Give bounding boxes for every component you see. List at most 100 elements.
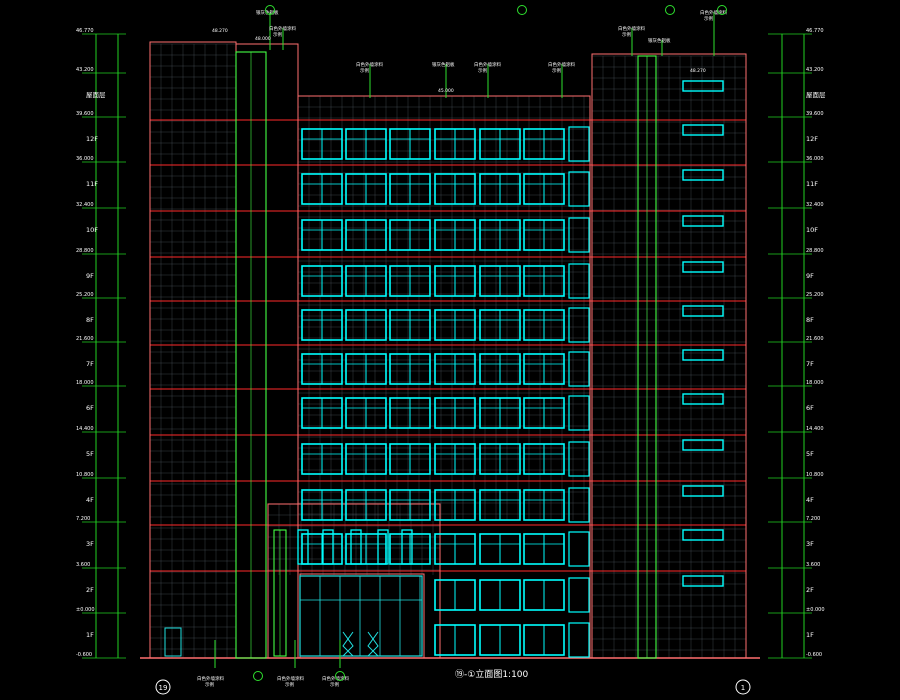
level-elevation: 21.600: [806, 336, 824, 342]
level-floor-label: 12F: [806, 135, 818, 143]
entrance-lobby: [164, 575, 423, 657]
callout-subtext: 示例: [622, 31, 631, 38]
side-door: [164, 627, 182, 657]
level-elevation: -0.600: [76, 652, 92, 658]
entrance-curtain-wall: [299, 575, 423, 657]
level-floor-label: 8F: [86, 316, 94, 324]
podium-slot-window: [350, 529, 362, 565]
side-window: [568, 487, 590, 523]
level-elevation: 7.200: [806, 516, 820, 522]
callout-text: 白色外墙涂料: [269, 25, 296, 32]
side-window: [568, 217, 590, 253]
level-floor-label: 12F: [86, 135, 98, 143]
level-elevation: 25.200: [806, 292, 824, 298]
level-floor-label: 10F: [806, 226, 818, 234]
level-floor-label: 5F: [86, 450, 94, 458]
callout-subtext: 示例: [205, 681, 214, 688]
callout-text: 白色外墙涂料: [277, 675, 304, 682]
level-floor-label: 10F: [86, 226, 98, 234]
right-wing-window: [682, 393, 724, 405]
level-elevation: 7.200: [76, 516, 90, 522]
level-elevation: 10.800: [806, 472, 824, 478]
axis-bubble-right: [735, 679, 751, 695]
callout-subtext: 示例: [273, 31, 282, 38]
axis-label-left: 19: [159, 684, 168, 692]
level-floor-label: 9F: [806, 272, 814, 280]
roof-elevation-tag: 45.000: [438, 88, 454, 94]
level-elevation: 36.000: [806, 156, 824, 162]
level-floor-label: 9F: [86, 272, 94, 280]
level-elevation: 14.400: [806, 426, 824, 432]
callout-subtext: 示例: [330, 681, 339, 688]
level-elevation: 43.200: [806, 67, 824, 73]
level-floor-label: 1F: [806, 631, 814, 639]
right-wing-window: [682, 439, 724, 451]
level-elevation: 3.600: [76, 562, 90, 568]
level-elevation: 21.600: [76, 336, 94, 342]
roof-elevation-tag: 48.270: [690, 68, 706, 74]
callout-bubble: [517, 5, 527, 15]
side-window: [568, 531, 590, 567]
dimension-lines: 46.77043.200屋面层39.60012F36.00011F32.4001…: [76, 28, 826, 659]
right-wing-window: [682, 305, 724, 317]
callout-bubble: [265, 5, 275, 15]
level-elevation: 3.600: [806, 562, 820, 568]
level-floor-label: 7F: [86, 360, 94, 368]
level-elevation: 36.000: [76, 156, 94, 162]
level-floor-label: 4F: [806, 496, 814, 504]
right-wing-window: [682, 80, 724, 92]
stair-shafts: [235, 51, 657, 659]
callout-bubble: [335, 671, 345, 681]
level-elevation: 32.400: [76, 202, 94, 208]
level-elevation: 32.400: [806, 202, 824, 208]
callout-text: 白色外墙涂料: [618, 25, 645, 32]
level-floor-label: 2F: [806, 586, 814, 594]
level-floor-label: 4F: [86, 496, 94, 504]
callout-text: 白色外墙涂料: [548, 61, 575, 68]
level-elevation: 18.000: [806, 380, 824, 386]
callout-text: 银灰色铝板: [648, 37, 671, 44]
side-window: [568, 351, 590, 387]
right-wing-window: [682, 529, 724, 541]
level-floor-label: 1F: [86, 631, 94, 639]
axis-bubble-left: [155, 679, 171, 695]
level-elevation: 43.200: [76, 67, 94, 73]
callout-text: 白色外墙涂料: [356, 61, 383, 68]
side-window: [568, 126, 590, 162]
level-elevation: 46.770: [76, 28, 94, 34]
callout-text: 白色外墙涂料: [474, 61, 501, 68]
axis-label-right: 1: [741, 684, 745, 692]
level-floor-label: 5F: [806, 450, 814, 458]
level-floor-label: 8F: [806, 316, 814, 324]
level-elevation: -0.600: [806, 652, 822, 658]
callout-text: 白色外墙涂料: [197, 675, 224, 682]
callout-subtext: 示例: [704, 15, 713, 22]
callout-subtext: 示例: [552, 67, 561, 74]
level-floor-label: 7F: [806, 360, 814, 368]
window-set: [297, 80, 724, 658]
right-wing-window: [682, 349, 724, 361]
callout-bubble: [665, 5, 675, 15]
side-window: [568, 441, 590, 477]
drawing-title: ⑲-①立面图1:100: [455, 668, 529, 680]
right-wing-window: [682, 215, 724, 227]
callout-text: 银灰色铝板: [256, 9, 279, 16]
drawing-title-block: ⑲-①立面图1:100 19 1: [155, 668, 751, 695]
entrance-door-swing: [342, 631, 379, 657]
side-window: [568, 622, 590, 658]
level-elevation: 46.770: [806, 28, 824, 34]
side-window: [568, 171, 590, 207]
level-floor-label: 2F: [86, 586, 94, 594]
level-elevation: 10.800: [76, 472, 94, 478]
level-elevation: 14.400: [76, 426, 94, 432]
level-elevation: 25.200: [76, 292, 94, 298]
callout-text: 白色外墙涂料: [700, 9, 727, 16]
level-elevation: 18.000: [76, 380, 94, 386]
callout-text: 银灰色铝板: [432, 61, 455, 68]
podium-slot-window: [401, 529, 413, 565]
level-elevation: ±0.000: [806, 607, 825, 613]
right-wing-window: [682, 124, 724, 136]
right-wing-window: [682, 575, 724, 587]
callout-bubble: [253, 671, 263, 681]
